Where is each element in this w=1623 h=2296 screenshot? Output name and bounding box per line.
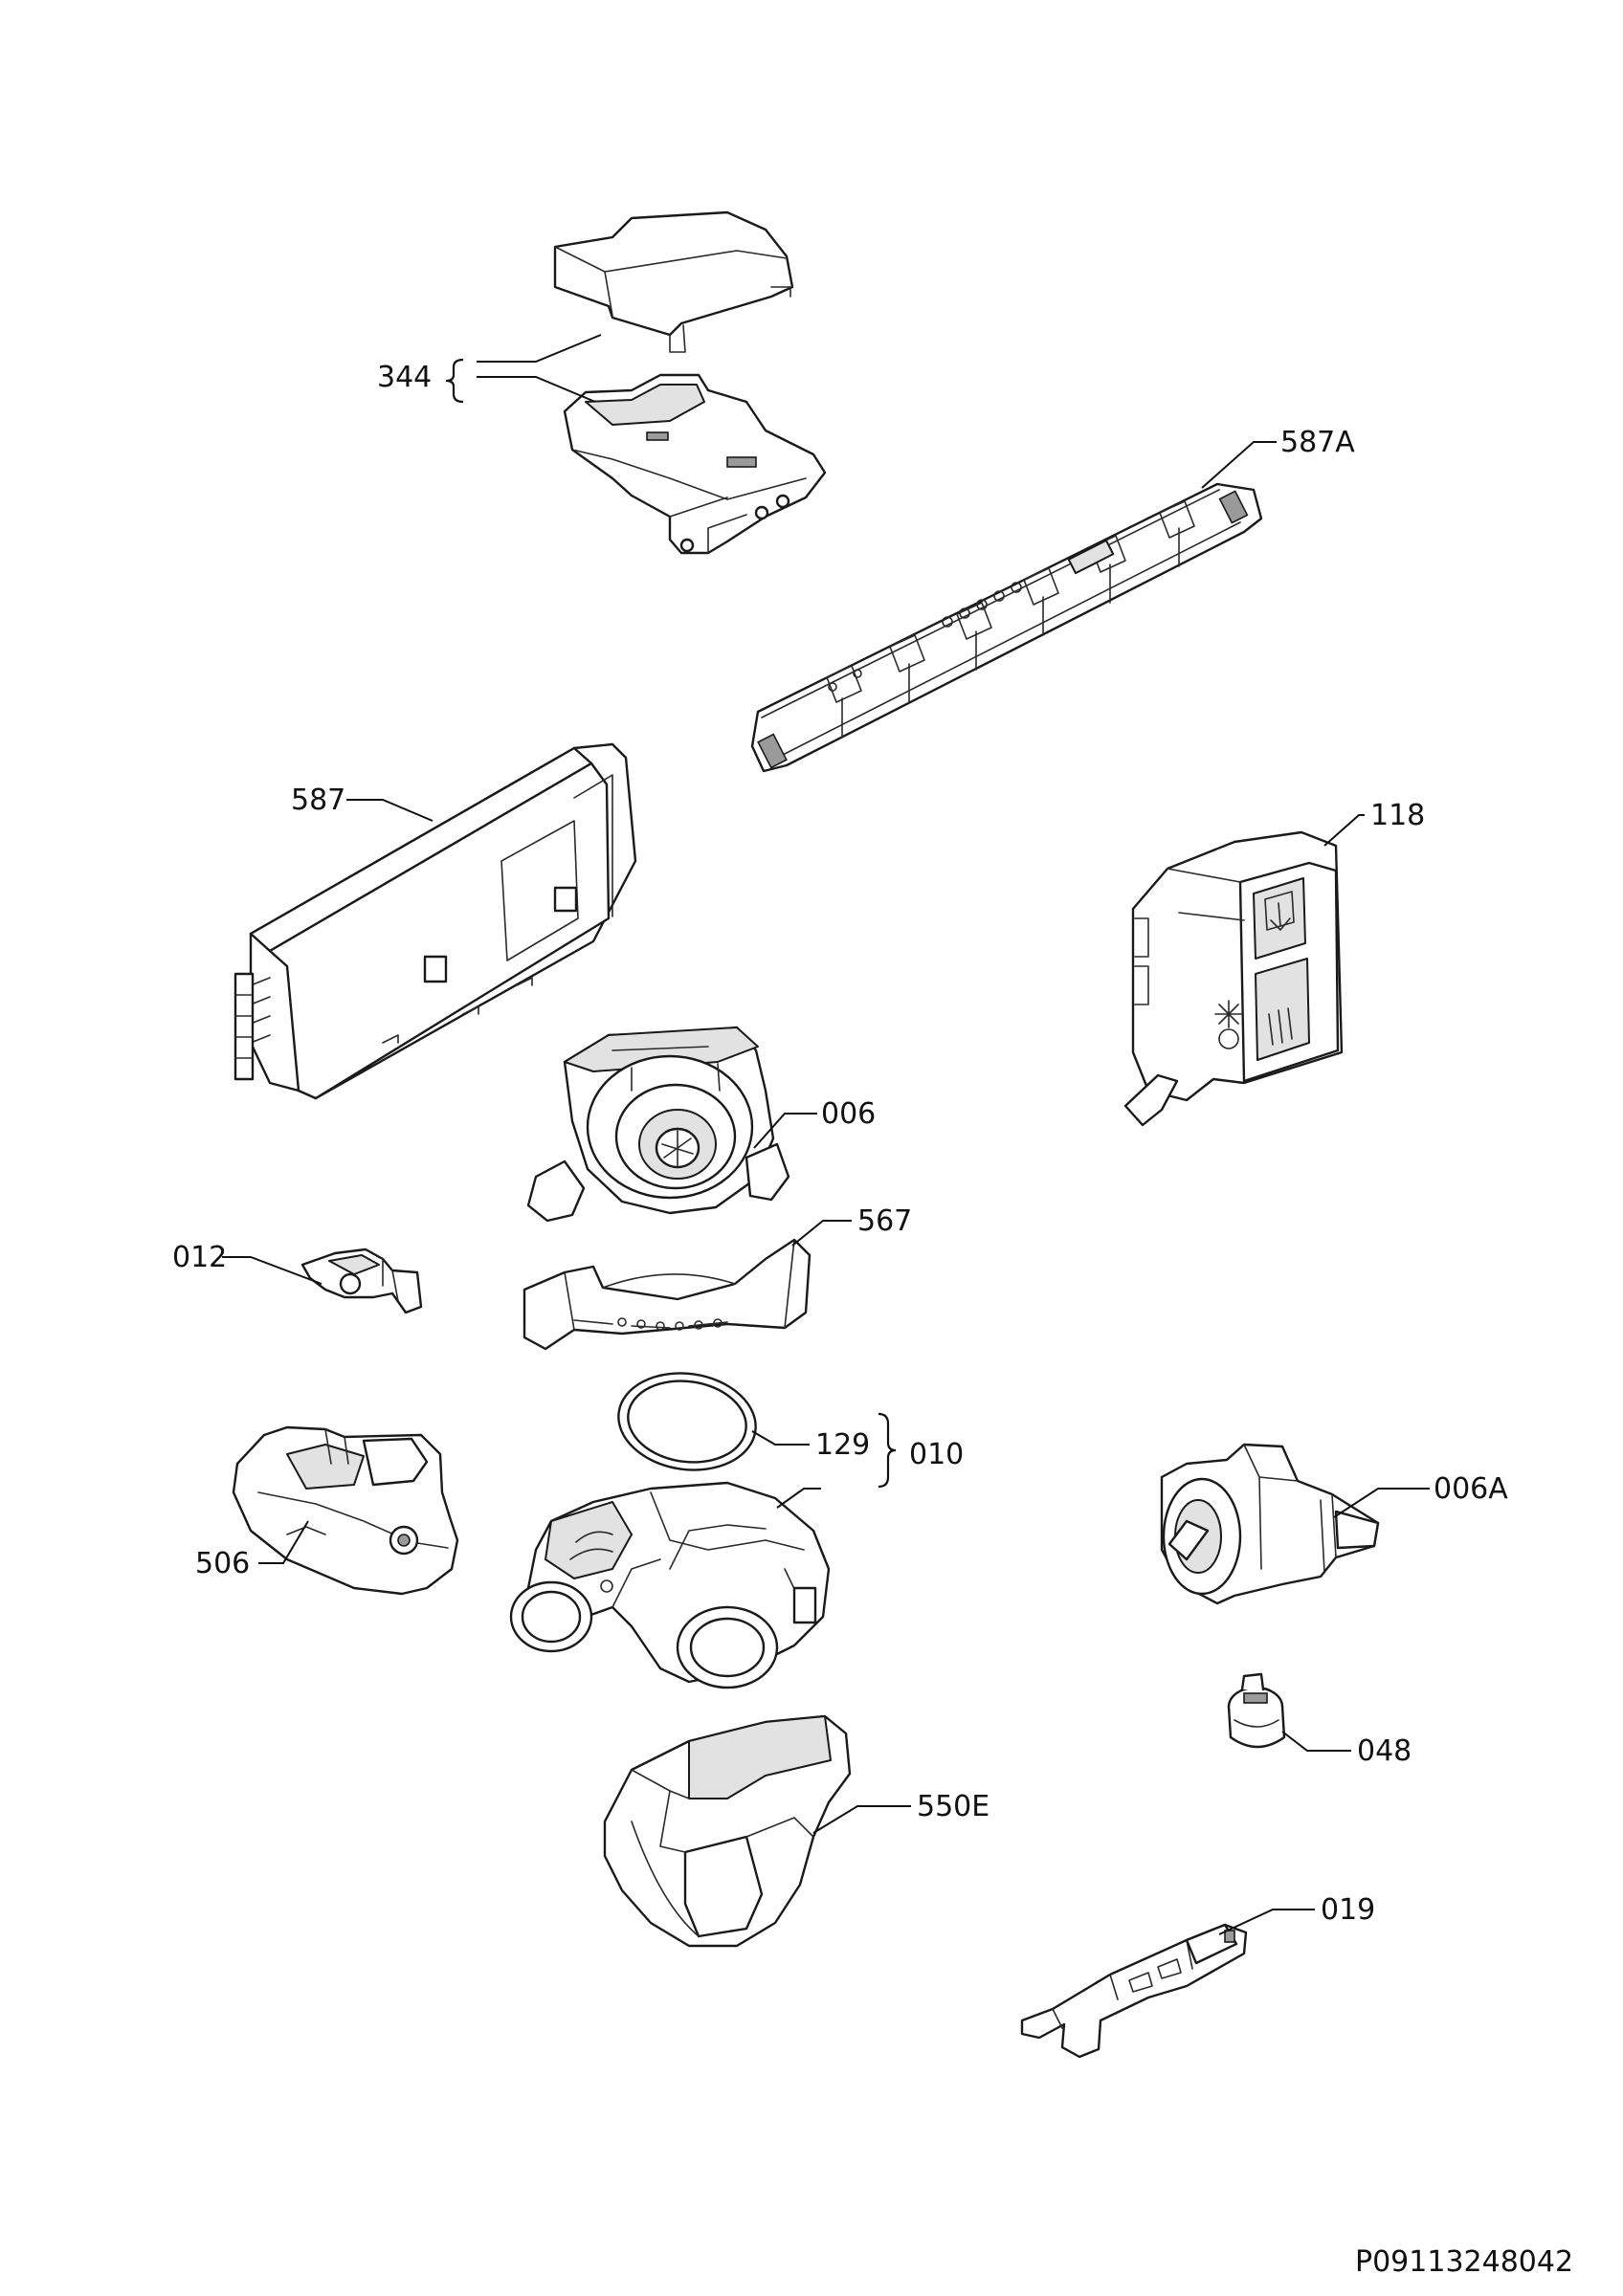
part-344-module-cover [553, 210, 794, 353]
part-010-heat-pump [509, 1481, 831, 1689]
callout-587: 587 [291, 784, 345, 817]
part-048-pressure-sensor [1227, 1672, 1286, 1749]
brace-010 [878, 1412, 897, 1489]
part-567-bracket [522, 1238, 812, 1351]
leader-118 [1323, 814, 1365, 847]
leader-019 [1218, 1909, 1315, 1935]
callout-006A: 006A [1434, 1472, 1508, 1506]
leader-010 [776, 1488, 821, 1509]
part-344-control-module [563, 373, 827, 555]
leader-129 [751, 1430, 810, 1446]
callout-006: 006 [821, 1097, 876, 1131]
leader-587 [346, 799, 434, 822]
callout-506: 506 [195, 1547, 250, 1580]
part-587A-ui-board [750, 482, 1263, 773]
callout-344: 344 [377, 361, 432, 394]
leader-550E [812, 1805, 911, 1834]
leader-048 [1281, 1731, 1351, 1752]
leader-567 [791, 1220, 852, 1247]
callout-048: 048 [1357, 1734, 1412, 1768]
part-129-seal-ring [617, 1372, 757, 1471]
callout-019: 019 [1321, 1893, 1375, 1927]
callout-010: 010 [909, 1438, 964, 1471]
diagram-code: P09113248042 [1355, 2245, 1573, 2279]
part-012-sensor [300, 1247, 423, 1314]
leader-587A [1201, 441, 1277, 489]
part-587-electronic-box [233, 742, 637, 1100]
callout-587A: 587A [1280, 426, 1355, 459]
callout-118: 118 [1370, 799, 1425, 832]
callout-129: 129 [815, 1428, 870, 1462]
part-006-circulation-pump [526, 1026, 790, 1223]
leader-506 [258, 1520, 309, 1564]
leader-006A [1333, 1488, 1430, 1518]
part-118-dispenser [1123, 830, 1344, 1127]
part-550E-cover [603, 1714, 852, 1948]
callout-550E: 550E [917, 1790, 989, 1823]
callout-567: 567 [857, 1204, 912, 1238]
part-019-bracket [1020, 1923, 1248, 2059]
leader-006 [753, 1113, 817, 1149]
part-506-sump-housing [232, 1425, 459, 1596]
part-006A-drain-pump [1160, 1443, 1380, 1605]
leader-012 [222, 1256, 322, 1285]
leader-344 [445, 334, 602, 404]
callout-012: 012 [172, 1241, 227, 1274]
